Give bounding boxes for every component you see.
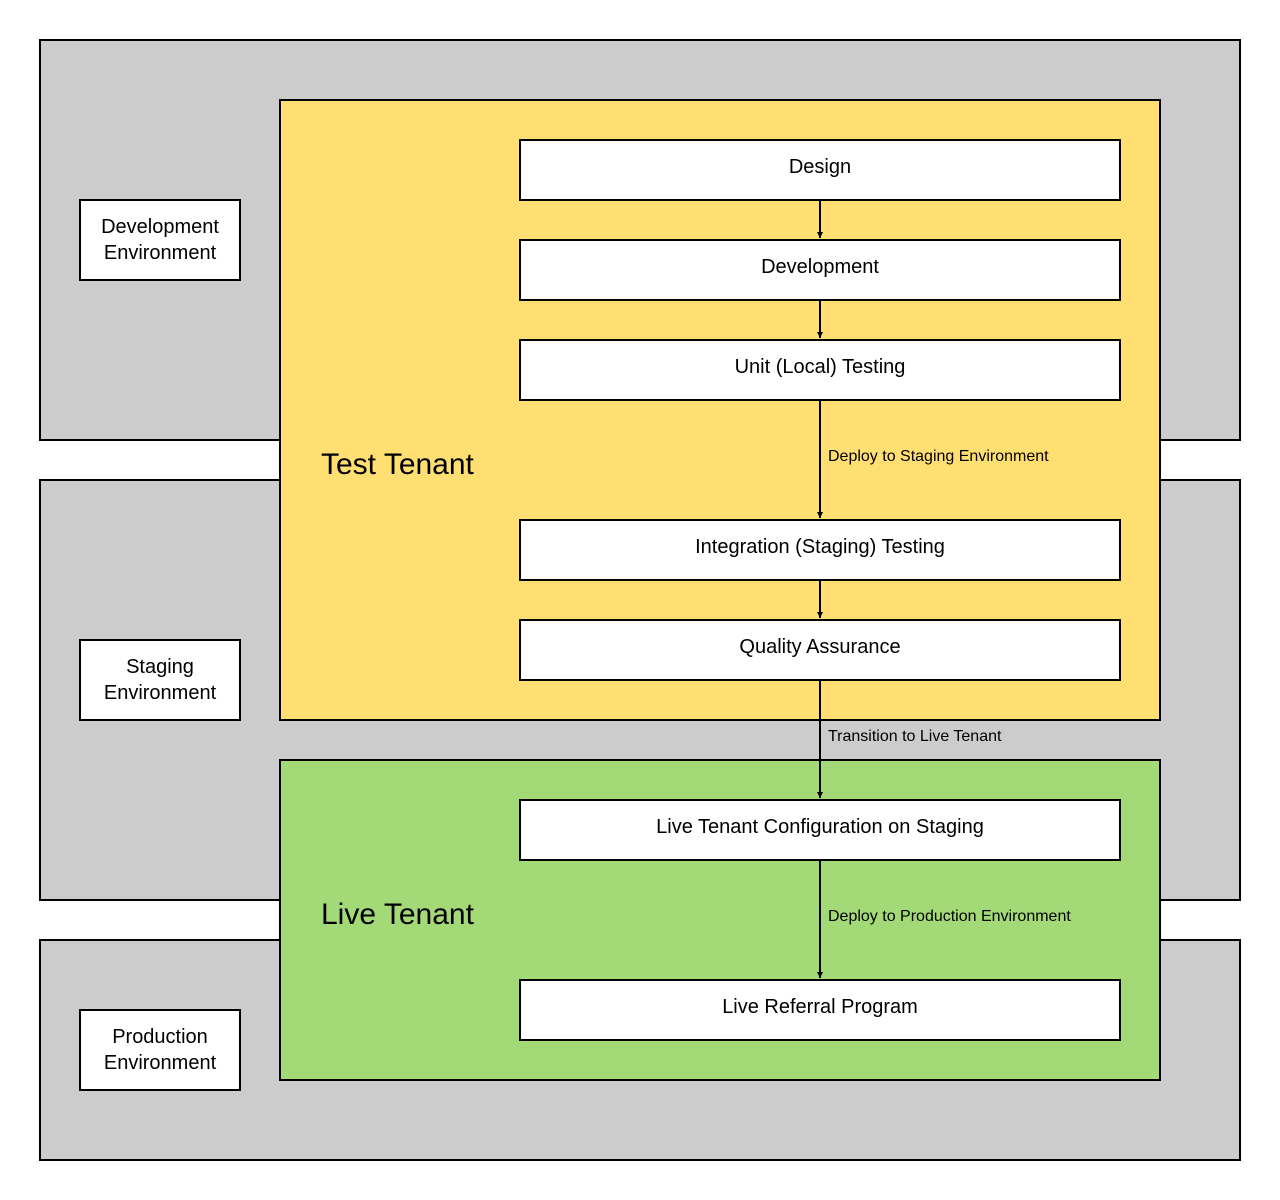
live-tenant-label: Live Tenant xyxy=(321,898,474,931)
deploy-to-production-label: Deploy to Production Environment xyxy=(828,908,1071,925)
development-environment-label: Development Environment xyxy=(79,199,241,281)
deploy-to-staging-label: Deploy to Staging Environment xyxy=(828,448,1049,465)
live-tenant-configuration-step: Live Tenant Configuration on Staging xyxy=(519,799,1121,861)
integration-testing-step-label: Integration (Staging) Testing xyxy=(695,535,945,558)
test-tenant-container xyxy=(279,99,1161,721)
transition-to-live-tenant-label: Transition to Live Tenant xyxy=(828,728,1002,745)
test-tenant-label: Test Tenant xyxy=(321,448,474,481)
production-environment-label: Production Environment xyxy=(79,1009,241,1091)
live-referral-program-step-label: Live Referral Program xyxy=(722,995,918,1018)
unit-testing-step: Unit (Local) Testing xyxy=(519,339,1121,401)
integration-testing-step: Integration (Staging) Testing xyxy=(519,519,1121,581)
live-referral-program-step: Live Referral Program xyxy=(519,979,1121,1041)
development-step-label: Development xyxy=(761,255,879,278)
live-tenant-configuration-step-label: Live Tenant Configuration on Staging xyxy=(656,815,984,838)
quality-assurance-step: Quality Assurance xyxy=(519,619,1121,681)
development-step: Development xyxy=(519,239,1121,301)
unit-testing-step-label: Unit (Local) Testing xyxy=(734,355,906,378)
staging-environment-label: Staging Environment xyxy=(79,639,241,721)
design-step-label: Design xyxy=(788,155,852,178)
design-step: Design xyxy=(519,139,1121,201)
quality-assurance-step-label: Quality Assurance xyxy=(739,635,901,658)
